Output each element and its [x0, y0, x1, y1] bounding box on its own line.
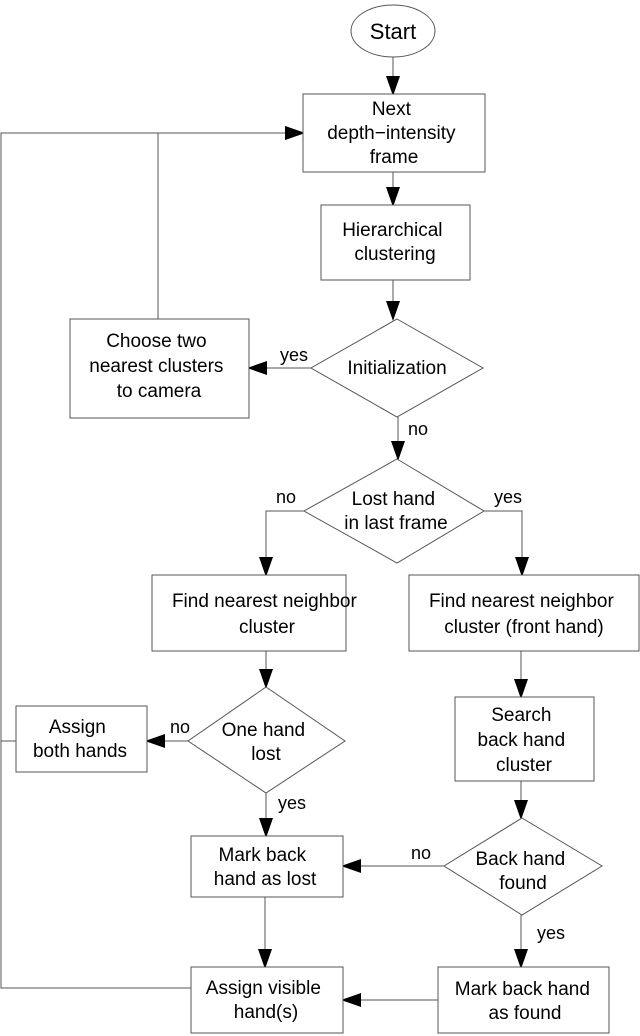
label-lost-yes: yes	[494, 487, 522, 507]
svg-text:Assign visible hand(s): Assign visible hand(s)	[206, 978, 326, 1023]
node-assign-visible: Assign visible hand(s)	[190, 966, 344, 1034]
node-start: Start	[350, 4, 436, 58]
node-find-nn-right: Find nearest neighbor cluster (front han…	[408, 574, 640, 652]
node-choose-clusters: Choose two nearest clusters to camera	[69, 318, 250, 419]
label-back-yes: yes	[537, 923, 565, 943]
svg-text:Choose two nearest clust: Choose two nearest clusters to camera	[89, 331, 228, 402]
node-assign-both: Assign both hands	[15, 705, 148, 773]
node-lost-hand: Lost hand in last frame	[302, 458, 485, 564]
connectors	[0, 57, 529, 1007]
svg-text:Find nearest neighbor cl: Find nearest neighbor cluster (front han…	[429, 591, 619, 638]
edge-lost-hand-yes	[484, 510, 529, 577]
label-lost-no: no	[276, 487, 296, 507]
svg-text:Initialization: Initialization	[347, 358, 446, 379]
svg-text:Find nearest neighbor cl: Find nearest neighbor cluster	[172, 591, 362, 638]
node-mark-lost: Mark back hand as lost	[190, 835, 344, 898]
node-initialization: Initialization	[309, 318, 485, 418]
label-back-no: no	[411, 843, 431, 863]
svg-text:Search back hand c: Search back hand cluster	[478, 705, 571, 776]
edge-labels: yes no no yes no yes no yes	[170, 345, 565, 943]
label-init-no: no	[408, 419, 428, 439]
svg-text:Mark back hand as found: Mark back hand as found	[455, 979, 595, 1024]
svg-text:Back hand found: Back hand found	[475, 849, 570, 894]
svg-text:One hand lost: One hand lost	[222, 720, 311, 765]
node-next-frame: Next depth−intensity frame	[302, 93, 486, 173]
svg-text:Next depth−intensity: Next depth−intensity frame	[327, 99, 461, 168]
node-clustering: Hierarchical clustering	[320, 204, 471, 281]
edge-assign-visible-loop-back	[0, 126, 305, 989]
node-mark-found: Mark back hand as found	[437, 966, 610, 1034]
svg-text:Assign both hands: Assign both hands	[33, 717, 127, 762]
label-onehand-no: no	[170, 717, 190, 737]
svg-text:Start: Start	[370, 19, 416, 44]
node-find-nn-left: Find nearest neighbor cluster	[151, 574, 362, 652]
edge-lost-hand-no	[259, 510, 304, 577]
node-search-back: Search back hand cluster	[454, 696, 595, 782]
svg-text:Lost hand in last frame: Lost hand in last frame	[344, 489, 447, 534]
edge-choose-loop-back	[157, 126, 305, 319]
svg-text:Mark back hand as lost: Mark back hand as lost	[214, 845, 317, 890]
label-onehand-yes: yes	[278, 793, 306, 813]
node-one-hand-lost: One hand lost	[187, 686, 346, 794]
label-init-yes: yes	[280, 345, 308, 365]
svg-text:Hierarchical clustering: Hierarchical clustering	[342, 220, 448, 265]
node-back-found: Back hand found	[443, 817, 603, 916]
